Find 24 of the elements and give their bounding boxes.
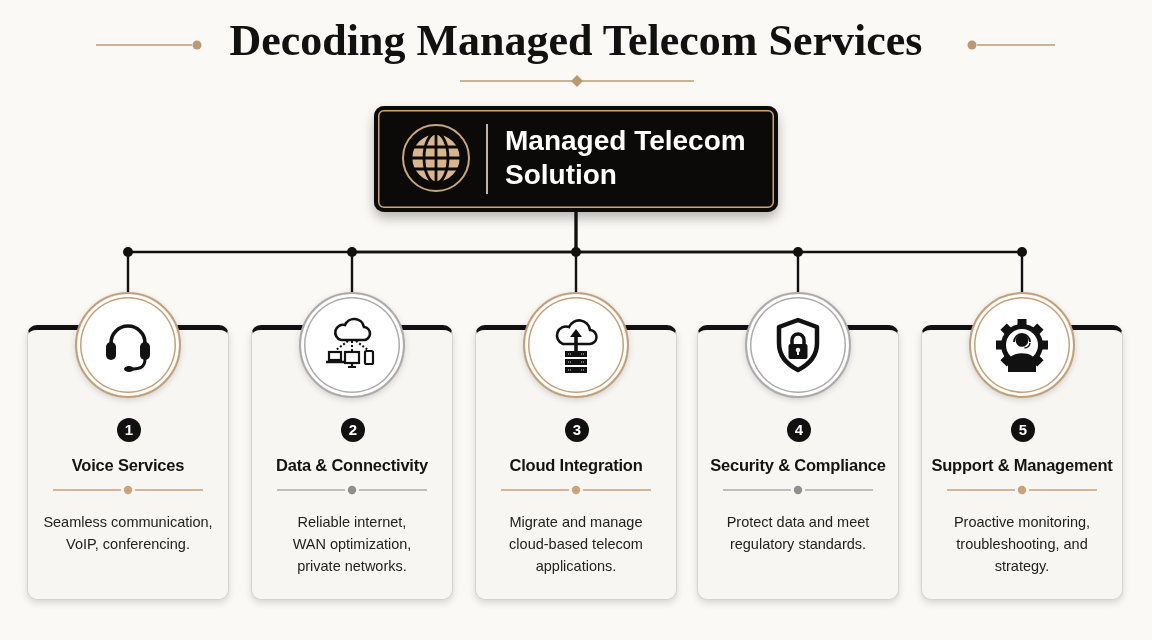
card-heading: Data & Connectivity [275, 455, 429, 476]
step-number: 4 [787, 418, 811, 442]
card-heading: Security & Compliance [710, 455, 886, 476]
card-description: Reliable internet, WAN optimization, private networks. [291, 513, 413, 576]
card-description: Seamless communication, VoIP, conferencing. [42, 513, 214, 554]
card-description: Proactive monitoring, troubleshooting, and strategy. [952, 513, 1092, 576]
icon-circle [969, 292, 1075, 398]
icon-circle [745, 292, 851, 398]
card-heading: Cloud Integration [509, 455, 643, 476]
hub-title: Managed Telecom Solution [505, 124, 747, 192]
step-number: 2 [341, 418, 365, 442]
icon-circle [75, 292, 181, 398]
connector-line [574, 212, 1024, 292]
step-number: 1 [117, 418, 141, 442]
card-description: Protect data and meet regulatory standards. [725, 513, 871, 554]
hub-box [374, 106, 778, 212]
step-number: 5 [1011, 418, 1035, 442]
title: Decoding Managed Telecom Services [229, 15, 923, 67]
icon-circle [299, 292, 405, 398]
card-heading: Voice Services [71, 455, 185, 476]
icon-circle [523, 292, 629, 398]
step-number: 3 [565, 418, 589, 442]
card-description: Migrate and manage cloud-based telecom applications. [508, 513, 644, 576]
card-heading: Support & Management [931, 455, 1113, 476]
